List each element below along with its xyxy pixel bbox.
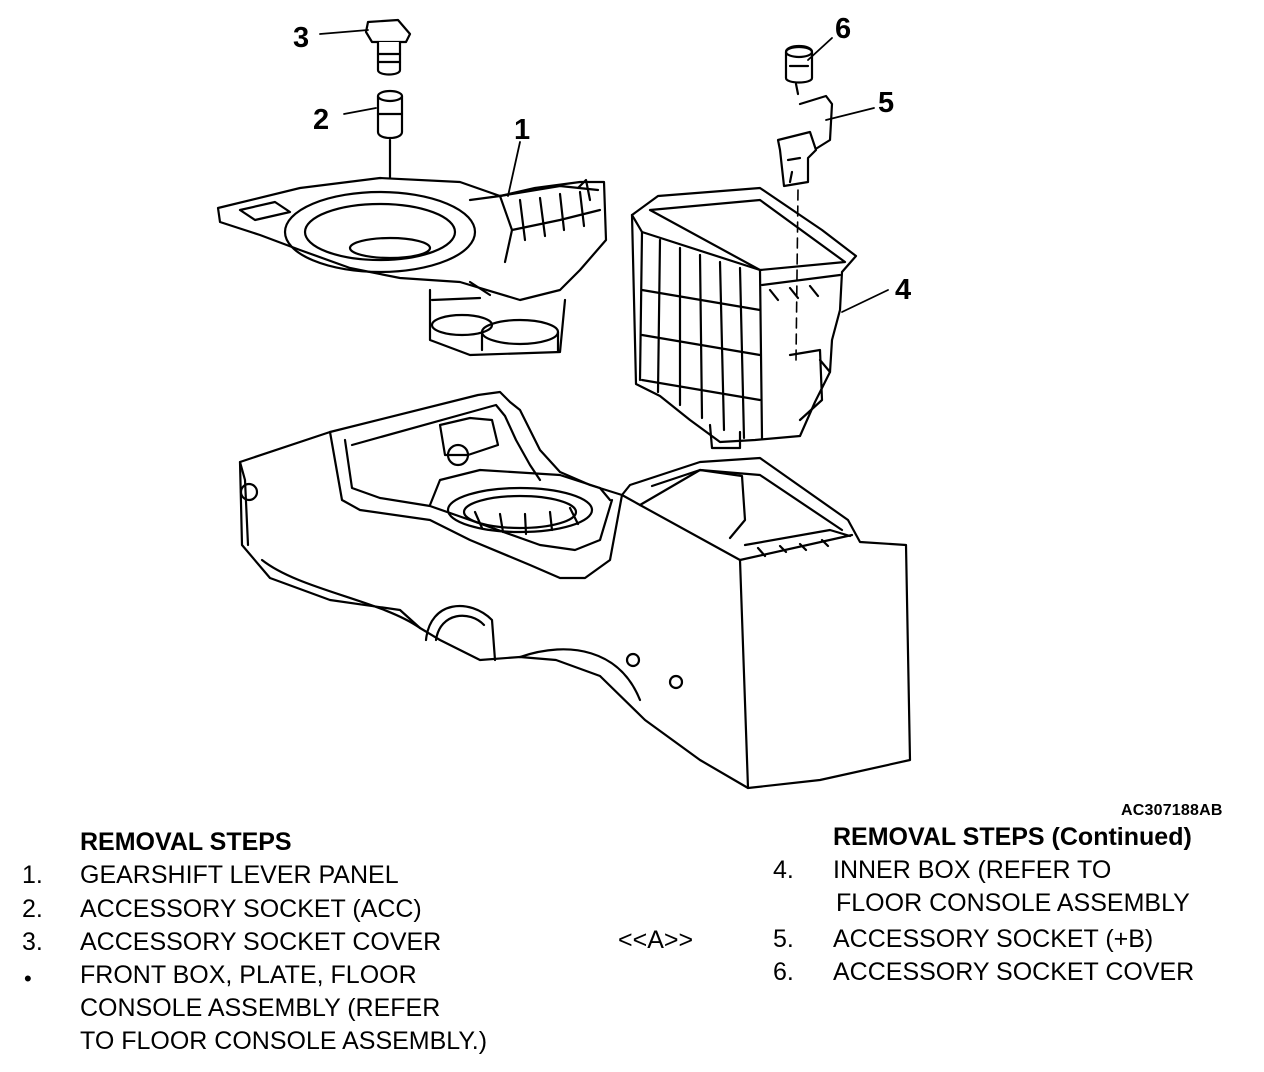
step-text: ACCESSORY SOCKET COVER: [833, 958, 1195, 986]
right-heading: REMOVAL STEPS (Continued): [833, 823, 1192, 851]
step-number: 1.: [22, 861, 43, 889]
note-a: <<A>>: [618, 926, 694, 954]
inner-box-drawing: [630, 186, 858, 450]
callout-1: 1: [514, 114, 530, 146]
callout-6: 6: [835, 13, 851, 45]
left-heading: REMOVAL STEPS: [80, 828, 292, 856]
step-text-line-1: FRONT BOX, PLATE, FLOOR: [80, 961, 417, 989]
leader-lines: [319, 29, 889, 313]
step-text: ACCESSORY SOCKET (+B): [833, 925, 1154, 953]
accessory-socket-cover-b-drawing: [784, 44, 814, 96]
floor-console-drawing: [238, 390, 912, 790]
step-number: 5.: [773, 925, 794, 953]
step-number: 2.: [22, 895, 43, 923]
step-text-line-1: INNER BOX (REFER TO: [833, 856, 1112, 884]
step-text: ACCESSORY SOCKET (ACC): [80, 895, 422, 923]
bullet-icon: •: [24, 966, 32, 991]
callout-2: 2: [313, 104, 329, 136]
step-number: 3.: [22, 928, 43, 956]
accessory-socket-cover-drawing: [364, 18, 412, 76]
step-number: 4.: [773, 856, 794, 884]
accessory-socket-acc-drawing: [376, 89, 404, 180]
step-text-line-3: TO FLOOR CONSOLE ASSEMBLY.): [80, 1027, 488, 1055]
step-text-line-2: FLOOR CONSOLE ASSEMBLY: [836, 889, 1190, 917]
step-number: 6.: [773, 958, 794, 986]
figure-code: AC307188AB: [1121, 802, 1223, 819]
callout-3: 3: [293, 22, 309, 54]
gearshift-lever-panel-drawing: [216, 176, 608, 357]
step-text-line-2: CONSOLE ASSEMBLY (REFER: [80, 994, 441, 1022]
callout-5: 5: [878, 87, 894, 119]
step-text: GEARSHIFT LEVER PANEL: [80, 861, 399, 889]
accessory-socket-b-drawing: [776, 94, 834, 188]
alignment-line: [795, 189, 799, 361]
step-text: ACCESSORY SOCKET COVER: [80, 928, 442, 956]
callout-4: 4: [895, 274, 911, 306]
